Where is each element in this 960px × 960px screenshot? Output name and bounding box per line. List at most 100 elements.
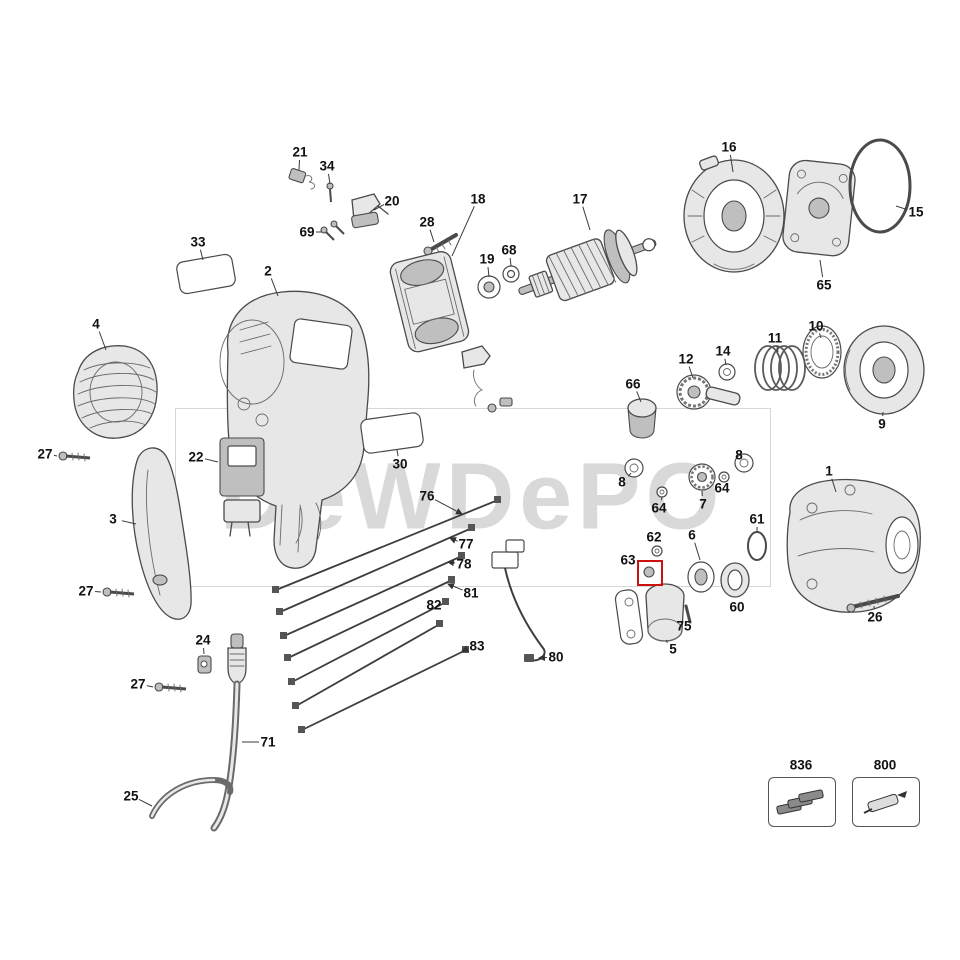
- part-33-label-plate: [176, 253, 236, 295]
- part-label-27: 27: [78, 583, 94, 599]
- part-label-4: 4: [92, 316, 100, 332]
- part-28-screw: [423, 233, 458, 256]
- part-label-28: 28: [419, 214, 435, 230]
- part-label-62: 62: [646, 529, 662, 545]
- part-label-11: 11: [767, 330, 783, 346]
- part-label-68: 68: [501, 242, 517, 258]
- part-label-8: 8: [735, 447, 743, 463]
- part-24-clip: [197, 655, 212, 674]
- part-label-25: 25: [123, 788, 139, 804]
- part-label-80: 80: [548, 649, 564, 665]
- part-27-screw-middle: [102, 587, 135, 598]
- part-label-17: 17: [572, 191, 588, 207]
- part-label-81: 81: [463, 585, 479, 601]
- part-63-detent: [643, 566, 655, 578]
- part-label-65: 65: [816, 277, 832, 293]
- part-26-screw: [846, 594, 900, 613]
- part-65-end-plate: [782, 159, 856, 257]
- part-label-12: 12: [678, 351, 694, 367]
- part-label-82: 82: [426, 597, 442, 613]
- part-21-brush: [288, 168, 316, 190]
- part-label-27: 27: [37, 446, 53, 462]
- part-22-switch: [219, 437, 265, 537]
- part-label-9: 9: [878, 416, 886, 432]
- part-17-armature: [518, 229, 657, 302]
- part-label-20: 20: [384, 193, 400, 209]
- part-label-33: 33: [190, 234, 206, 250]
- part-18-field-stator: [389, 251, 470, 353]
- part-label-61: 61: [749, 511, 765, 527]
- part-34-screw: [326, 182, 334, 203]
- part-20-lever-assembly: [351, 193, 389, 229]
- part-label-22: 22: [188, 449, 204, 465]
- part-60-bushing: [720, 562, 750, 598]
- part-label-76: 76: [419, 488, 435, 504]
- part-label-64: 64: [714, 480, 730, 496]
- part-7-gear: [688, 463, 716, 491]
- part-68-washer: [502, 265, 520, 283]
- part-11-spring: [754, 345, 806, 391]
- part-label-77: 77: [458, 536, 474, 552]
- part-label-60: 60: [729, 599, 745, 615]
- part-6-ring: [687, 561, 715, 593]
- part-label-34: 34: [319, 158, 335, 174]
- part-label-30: 30: [392, 456, 408, 472]
- part-16-gear-case: [683, 155, 785, 273]
- part-label-6: 6: [688, 527, 696, 543]
- part-label-64: 64: [651, 500, 667, 516]
- inset-label-836: 836: [789, 757, 813, 773]
- part-15-o-ring: [848, 138, 912, 234]
- part-label-24: 24: [195, 632, 211, 648]
- part-label-2: 2: [264, 263, 272, 279]
- inset-label-800: 800: [873, 757, 897, 773]
- part-62-pin: [651, 545, 663, 557]
- part-30-label-plate: [360, 412, 424, 454]
- part-8-ring-left: [624, 458, 644, 478]
- part-label-19: 19: [479, 251, 495, 267]
- part-label-10: 10: [808, 318, 824, 334]
- highlighted-part-box: [637, 560, 663, 586]
- part-label-63: 63: [620, 552, 636, 568]
- part-9-clutch-housing: [843, 325, 925, 415]
- part-label-75: 75: [676, 618, 692, 634]
- part-27-screw-bottom: [154, 682, 187, 693]
- part-label-16: 16: [721, 139, 737, 155]
- part-label-3: 3: [109, 511, 117, 527]
- part-label-71: 71: [260, 734, 276, 750]
- part-label-8: 8: [618, 474, 626, 490]
- part-5-anvil-assembly: [614, 583, 685, 645]
- part-label-7: 7: [699, 496, 707, 512]
- part-label-15: 15: [908, 204, 924, 220]
- part-2-motor-housing: [219, 290, 370, 569]
- part-64-pin-right: [718, 471, 730, 483]
- part-label-78: 78: [456, 556, 472, 572]
- wire-harness: [272, 496, 501, 733]
- brush-kit-icon: [776, 789, 824, 815]
- part-label-69: 69: [299, 224, 315, 240]
- part-label-26: 26: [867, 609, 883, 625]
- part-69-screws: [320, 220, 345, 241]
- part-label-1: 1: [825, 463, 833, 479]
- part-1-housing: [786, 478, 921, 613]
- grease-tube-icon: [863, 791, 907, 814]
- part-14-ring: [718, 363, 736, 381]
- part-label-27: 27: [130, 676, 146, 692]
- part-12-spindle-gear: [676, 374, 741, 410]
- part-75-pin: [684, 604, 692, 624]
- unlabeled-small-parts: [461, 345, 513, 413]
- part-8-ring-right: [734, 453, 754, 473]
- part-label-83: 83: [469, 638, 485, 654]
- inset-box-800: [852, 777, 920, 827]
- part-3-handle: [131, 447, 192, 620]
- part-25-cord-guard: [149, 776, 234, 819]
- part-27-screw-top: [58, 451, 91, 462]
- part-label-66: 66: [625, 376, 641, 392]
- part-66-sleeve: [627, 398, 657, 439]
- part-10-ring-gear: [802, 325, 842, 379]
- part-label-5: 5: [669, 641, 677, 657]
- part-label-14: 14: [715, 343, 731, 359]
- part-label-18: 18: [470, 191, 486, 207]
